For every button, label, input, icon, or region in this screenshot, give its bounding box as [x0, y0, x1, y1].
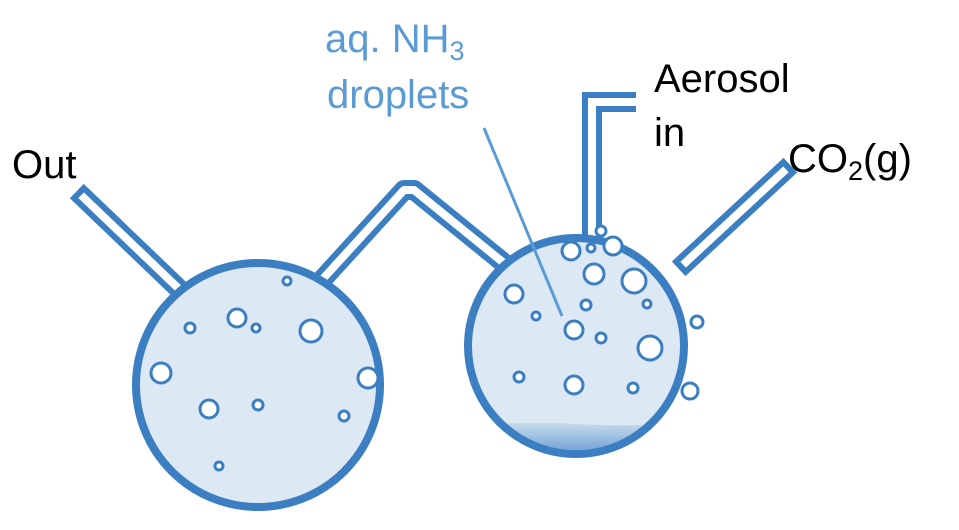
droplets-pointer-line	[482, 127, 564, 317]
label-co2-prefix: CO	[788, 137, 848, 181]
left-flask-bubbles	[149, 275, 380, 472]
tubes	[69, 92, 798, 303]
label-co2-suffix: (g)	[863, 137, 912, 181]
co2-inlet-tube	[671, 157, 798, 277]
label-co2-gas: CO2(g)	[788, 137, 912, 186]
label-out: Out	[12, 143, 76, 187]
right-flask-bubbles	[503, 224, 705, 401]
right-flask	[464, 224, 705, 458]
label-aq-nh3-subscript: 3	[450, 36, 465, 66]
label-aerosol: Aerosol	[654, 57, 790, 101]
label-aq-nh3-prefix: aq. NH	[325, 17, 450, 61]
aerosol-inlet-tube	[582, 92, 636, 250]
out-tube	[69, 183, 193, 303]
label-co2-subscript: 2	[848, 156, 863, 186]
label-aerosol-in: in	[654, 111, 685, 155]
aqueous-liquid	[472, 420, 680, 450]
connecting-tube	[312, 180, 517, 289]
label-droplets: droplets	[327, 73, 469, 117]
label-aq-nh3: aq. NH3	[325, 17, 465, 66]
left-flask	[132, 259, 384, 511]
